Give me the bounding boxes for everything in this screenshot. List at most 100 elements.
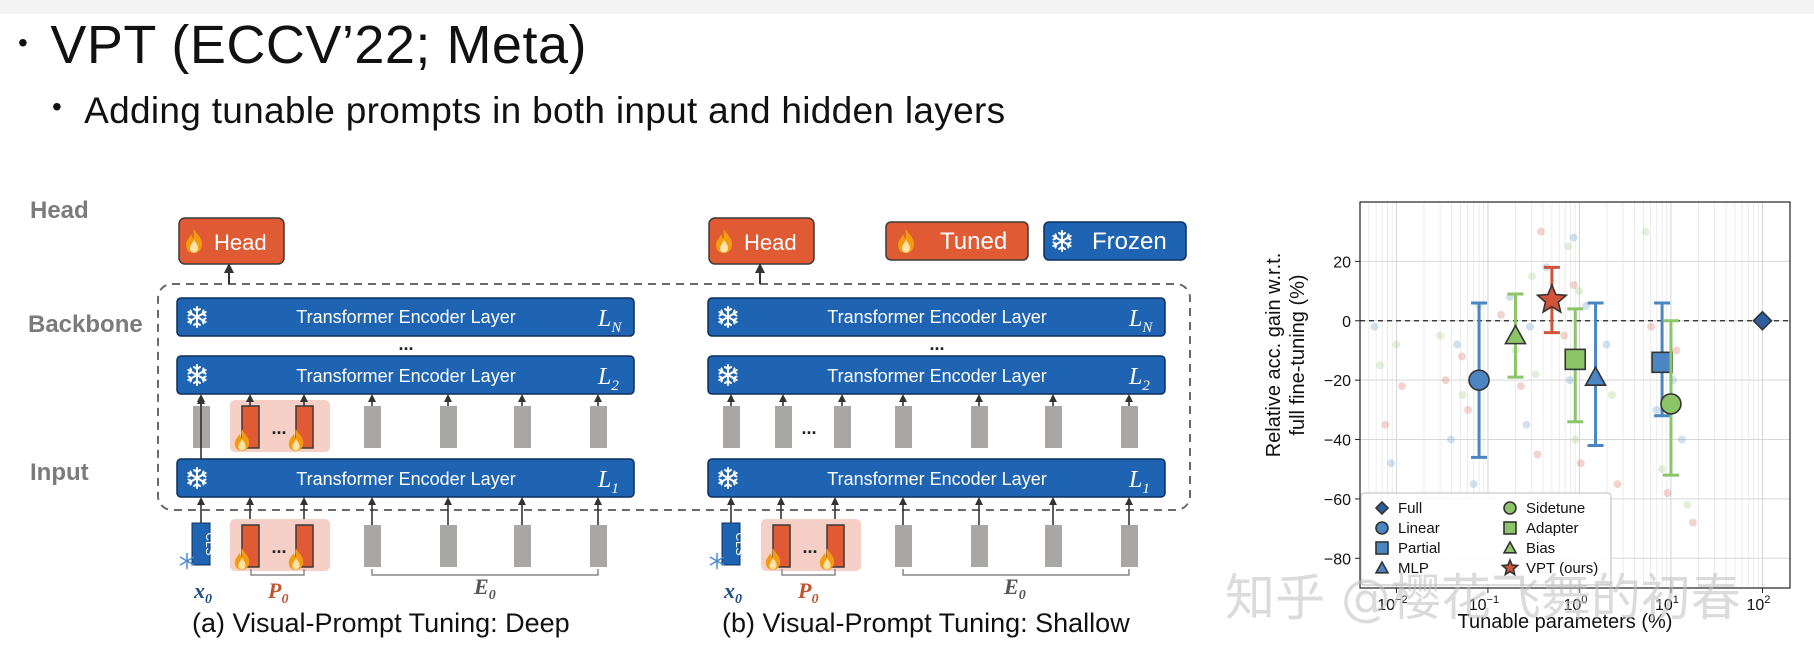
point-partial bbox=[1651, 351, 1673, 374]
layer-ln-label: LN bbox=[1128, 306, 1153, 336]
prompt-ellipsis: ... bbox=[271, 418, 286, 438]
e0-label: E0 bbox=[473, 574, 496, 603]
cls-label: CLS bbox=[203, 532, 217, 555]
background-point bbox=[1569, 233, 1578, 242]
legend-marker bbox=[1374, 500, 1390, 516]
background-point bbox=[1525, 322, 1534, 331]
row-label-input: Input bbox=[30, 459, 89, 486]
legend-tuned bbox=[885, 221, 1029, 261]
chart-series bbox=[1468, 265, 1773, 477]
background-point bbox=[1527, 272, 1536, 281]
background-point bbox=[1608, 391, 1617, 399]
row-label-head: Head bbox=[30, 197, 89, 224]
background-point bbox=[1602, 340, 1611, 349]
layer-l1-label: L1 bbox=[1128, 467, 1150, 497]
x0-label: x0 bbox=[723, 578, 742, 607]
token-ellipsis: ... bbox=[801, 418, 816, 438]
background-point bbox=[1531, 370, 1540, 379]
ellipsis-layers: ... bbox=[929, 334, 944, 354]
layer-l2-label: L2 bbox=[597, 364, 619, 394]
encoder-label: Transformer Encoder Layer bbox=[296, 307, 515, 327]
background-point bbox=[1441, 376, 1450, 385]
background-point bbox=[1370, 322, 1379, 331]
layer-l2-label: L2 bbox=[1128, 364, 1150, 394]
background-point bbox=[1652, 405, 1661, 414]
e0-label: E0 bbox=[1003, 574, 1026, 603]
p0-label: P0 bbox=[797, 578, 818, 607]
background-point bbox=[1458, 352, 1467, 361]
background-point bbox=[1564, 242, 1573, 251]
row-label-backbone: Backbone bbox=[28, 311, 143, 338]
cls-label: CLS bbox=[733, 532, 747, 555]
legend-frozen-label: Frozen bbox=[1092, 228, 1167, 255]
background-point bbox=[1497, 310, 1506, 319]
point-adapter bbox=[1564, 348, 1587, 371]
legend-marker bbox=[1503, 501, 1517, 515]
encoder-layer-l1-deep bbox=[176, 458, 635, 498]
chart-background-points bbox=[1370, 227, 1697, 527]
x-tick-label: 102 bbox=[1746, 594, 1770, 614]
head-label-deep: Head bbox=[214, 230, 267, 255]
y-tick-label: −60 bbox=[1324, 492, 1351, 509]
background-point bbox=[1569, 281, 1578, 290]
p0-label: P0 bbox=[267, 578, 288, 607]
point-linear bbox=[1468, 369, 1490, 391]
legend-label: Sidetune bbox=[1526, 500, 1585, 517]
plot-frame bbox=[1359, 201, 1791, 589]
layer-l1-label: L1 bbox=[597, 467, 619, 497]
background-point bbox=[1658, 465, 1667, 474]
background-point bbox=[1533, 450, 1542, 459]
legend-frozen bbox=[1043, 221, 1187, 261]
background-point bbox=[1647, 322, 1656, 331]
y-axis-label-line2: full fine-tuning (%) bbox=[1287, 274, 1309, 435]
encoder-layer-l1-shallow bbox=[707, 458, 1166, 498]
encoder-label: Transformer Encoder Layer bbox=[296, 469, 515, 489]
encoder-label: Transformer Encoder Layer bbox=[296, 366, 515, 386]
legend-tuned-label: Tuned bbox=[940, 228, 1007, 255]
encoder-layer-ln-deep bbox=[176, 297, 635, 337]
background-point bbox=[1469, 480, 1478, 489]
y-tick-label: −20 bbox=[1324, 373, 1351, 390]
y-tick-label: 0 bbox=[1342, 314, 1351, 331]
background-point bbox=[1386, 459, 1395, 468]
x0-label: x0 bbox=[193, 578, 212, 607]
legend-label: Linear bbox=[1398, 520, 1440, 537]
background-point bbox=[1683, 500, 1692, 509]
legend-label: VPT (ours) bbox=[1526, 560, 1598, 577]
encoder-label: Transformer Encoder Layer bbox=[827, 307, 1046, 327]
background-point bbox=[1576, 459, 1585, 468]
background-point bbox=[1536, 227, 1545, 236]
background-point bbox=[1565, 376, 1574, 385]
watermark: 知乎 @樱花飞舞的初春 bbox=[1225, 569, 1741, 627]
head-label-shallow: Head bbox=[744, 230, 797, 255]
background-point bbox=[1613, 480, 1622, 489]
legend-marker bbox=[1374, 560, 1390, 574]
legend-marker bbox=[1502, 540, 1518, 554]
background-point bbox=[1663, 488, 1672, 497]
background-point bbox=[1464, 405, 1473, 414]
encoder-layer-ln-shallow bbox=[707, 297, 1166, 337]
background-point bbox=[1375, 361, 1384, 370]
background-point bbox=[1516, 382, 1525, 391]
background-point bbox=[1381, 420, 1390, 429]
background-point bbox=[1522, 420, 1531, 429]
background-point bbox=[1641, 227, 1650, 236]
ellipsis-layers: ... bbox=[398, 334, 413, 354]
background-point bbox=[1672, 346, 1681, 355]
y-tick-label: 20 bbox=[1333, 254, 1351, 271]
legend-label: MLP bbox=[1398, 560, 1429, 577]
panel-shallow: Head Tuned Frozen Transformer Encoder La… bbox=[707, 217, 1187, 638]
layer-ln-label: LN bbox=[597, 306, 622, 336]
encoder-layer-l2-shallow bbox=[707, 355, 1166, 395]
background-point bbox=[1575, 287, 1584, 296]
encoder-label: Transformer Encoder Layer bbox=[827, 469, 1046, 489]
legend-label: Full bbox=[1398, 500, 1422, 517]
encoder-label: Transformer Encoder Layer bbox=[827, 366, 1046, 386]
y-tick-label: −80 bbox=[1324, 551, 1351, 568]
background-point bbox=[1677, 435, 1686, 444]
panel-deep: Head Transformer Encoder Layer LN ... Tr… bbox=[176, 217, 635, 638]
prompt-ellipsis: ... bbox=[802, 537, 817, 557]
caption-shallow: (b) Visual-Prompt Tuning: Shallow bbox=[722, 608, 1130, 638]
slide-title-text: VPT (ECCV’22; Meta) bbox=[50, 15, 587, 75]
legend-label: Bias bbox=[1526, 540, 1555, 557]
